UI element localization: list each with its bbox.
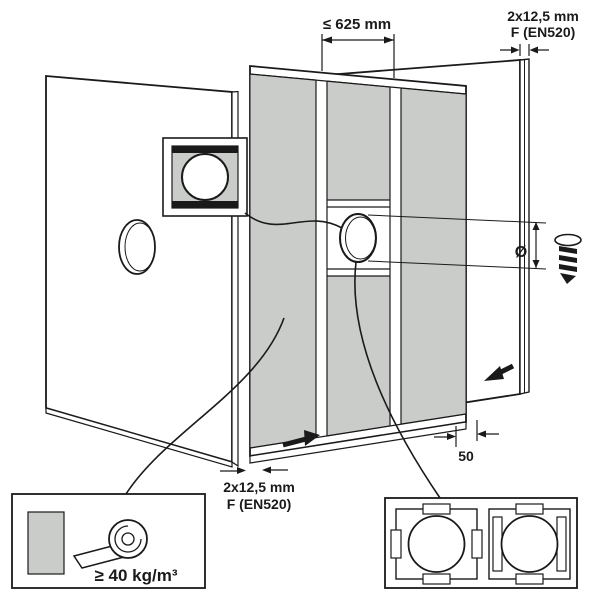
leader-callout-to-duct: [244, 212, 343, 229]
insulation-bay: [326, 80, 391, 201]
bottom-batten: [172, 201, 238, 208]
stud-frame-panel: [249, 65, 467, 464]
assembly-arrow-icon: [282, 430, 320, 448]
detail-duct-circle: [407, 515, 466, 573]
stud-panel-bottom-edge: [249, 421, 467, 464]
insulation-bay: [400, 87, 467, 425]
top-batten: [172, 146, 238, 153]
dimension-stud-spacing: ≤ 625 mm: [321, 16, 395, 78]
offset-50-label: 50: [458, 448, 474, 464]
detail-duct-circle: [181, 153, 229, 201]
dimension-50-offset: 50: [434, 420, 499, 464]
insulation-legend-box: ≥ 40 kg/m³: [11, 493, 206, 589]
fixing-tab: [515, 573, 544, 585]
fixing-tab: [422, 573, 451, 585]
insulation-bay: [249, 73, 317, 449]
leader-panel-to-insulation-legend: [125, 317, 285, 495]
fixing-detail-front: [390, 503, 483, 585]
board-thickness-top-label-line1: 2x12,5 mm: [507, 8, 579, 24]
front-panel: [45, 75, 239, 468]
assembly-arrow-icon: [484, 363, 515, 381]
fixing-detail-box: [384, 497, 578, 589]
fixing-detail-back: [488, 503, 571, 585]
fixing-tab: [390, 529, 402, 559]
insulation-roll-icon: [72, 519, 148, 569]
fixing-tab: [471, 529, 483, 559]
leader-duct-to-fixing-detail: [354, 261, 441, 499]
hole-framing-detail-callout: [162, 137, 248, 217]
board-thickness-bottom-label-line2: F (EN520): [227, 496, 292, 512]
insulation-density-label: ≥ 40 kg/m³: [94, 566, 177, 585]
dimension-board-thickness-bottom: 2x12,5 mm F (EN520): [220, 466, 295, 512]
fixing-tab: [422, 503, 451, 515]
drill-bit-icon: [554, 233, 582, 284]
insulation-bay: [326, 275, 391, 437]
insulation-swatch: [27, 511, 65, 575]
board-thickness-top-label-line2: F (EN520): [511, 24, 576, 40]
dimension-diameter: Ø: [367, 214, 582, 284]
diameter-label: Ø: [515, 244, 527, 261]
board-thickness-bottom-label-line1: 2x12,5 mm: [223, 479, 295, 495]
detail-duct-circle: [500, 515, 559, 573]
stud-spacing-label: ≤ 625 mm: [323, 16, 391, 33]
fixing-tab: [515, 503, 544, 515]
dimension-board-thickness-top: 2x12,5 mm F (EN520): [500, 8, 579, 56]
leader-lines: [125, 212, 441, 499]
